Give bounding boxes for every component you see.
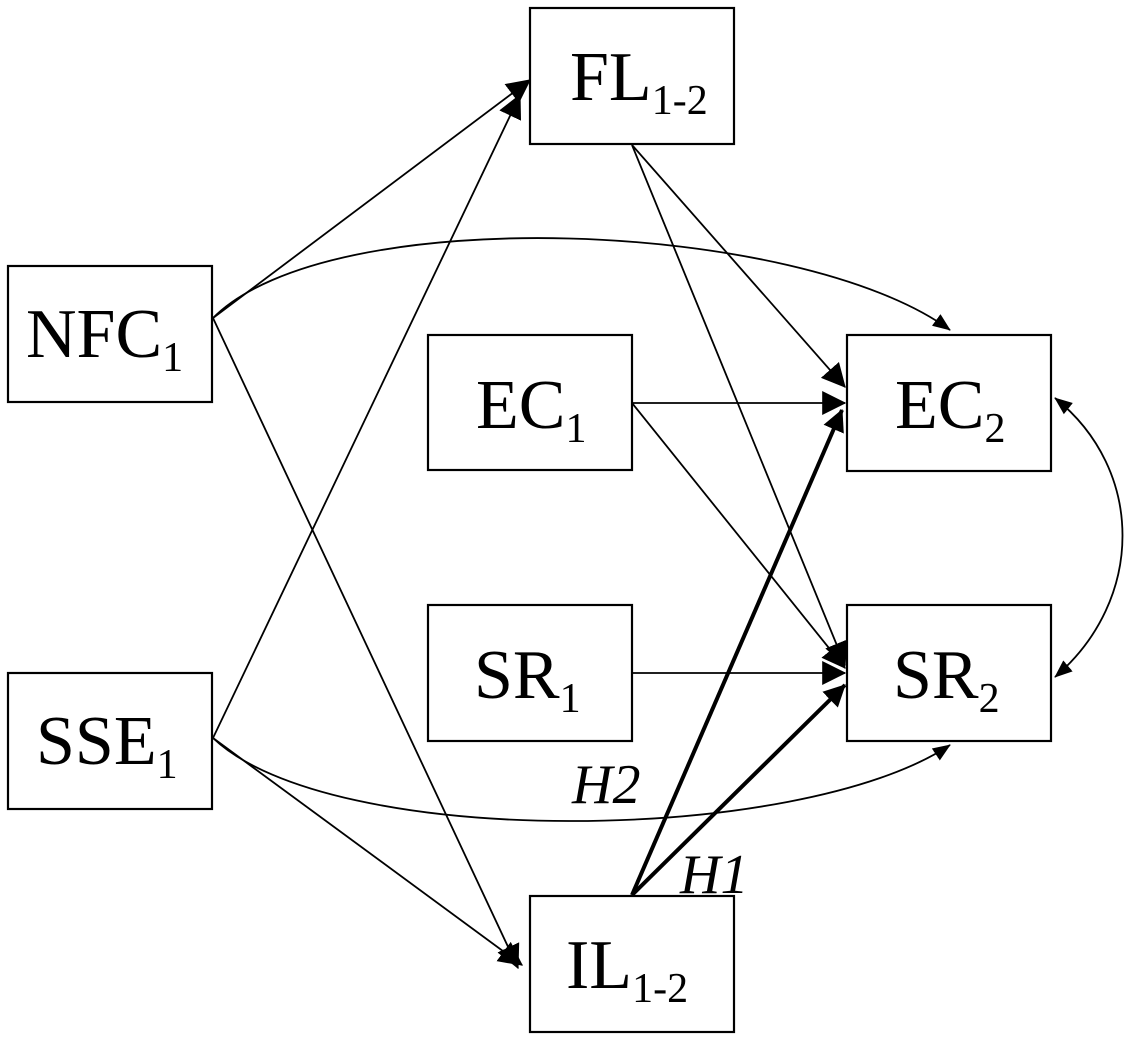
node-sr1-label: SR1 [474,637,581,722]
node-fl-label: FL1-2 [570,39,708,124]
node-ec2-label: EC2 [895,367,1005,452]
edges [212,79,1124,970]
edge-fl-sr2 [631,144,848,667]
node-fl: FL1-2 [528,6,736,146]
node-ec1: EC1 [426,333,634,472]
node-sse-label: SSE1 [36,703,178,788]
edge-fl-ec2 [631,144,846,388]
edge-sse-fl [212,93,522,739]
node-il-label: IL1-2 [566,927,688,1012]
node-nfc: NFC1 [6,264,214,404]
edge-nfc-il [212,317,520,970]
edge-nfc-ec2 [212,237,951,331]
edge-sse-sr2 [212,737,951,822]
edge-nfc-fl [212,79,531,319]
node-ec1-label: EC1 [476,367,586,452]
edge-ec2-sr2-covariance [1054,397,1124,678]
edge-il-ec2-h2 [630,408,844,896]
node-sr2-label: SR2 [893,637,1000,722]
edge-sse-il [212,737,523,966]
node-nfc-label: NFC1 [26,296,183,381]
node-il: IL1-2 [528,894,736,1034]
edge-ec1-sr2 [631,402,846,669]
hypothesis-label-h2: H2 [571,754,640,816]
node-sr1: SR1 [426,603,634,743]
node-ec2: EC2 [845,333,1053,473]
edge-il-sr2-h1 [630,683,847,897]
node-sr2: SR2 [845,603,1053,743]
node-sse: SSE1 [6,671,214,811]
